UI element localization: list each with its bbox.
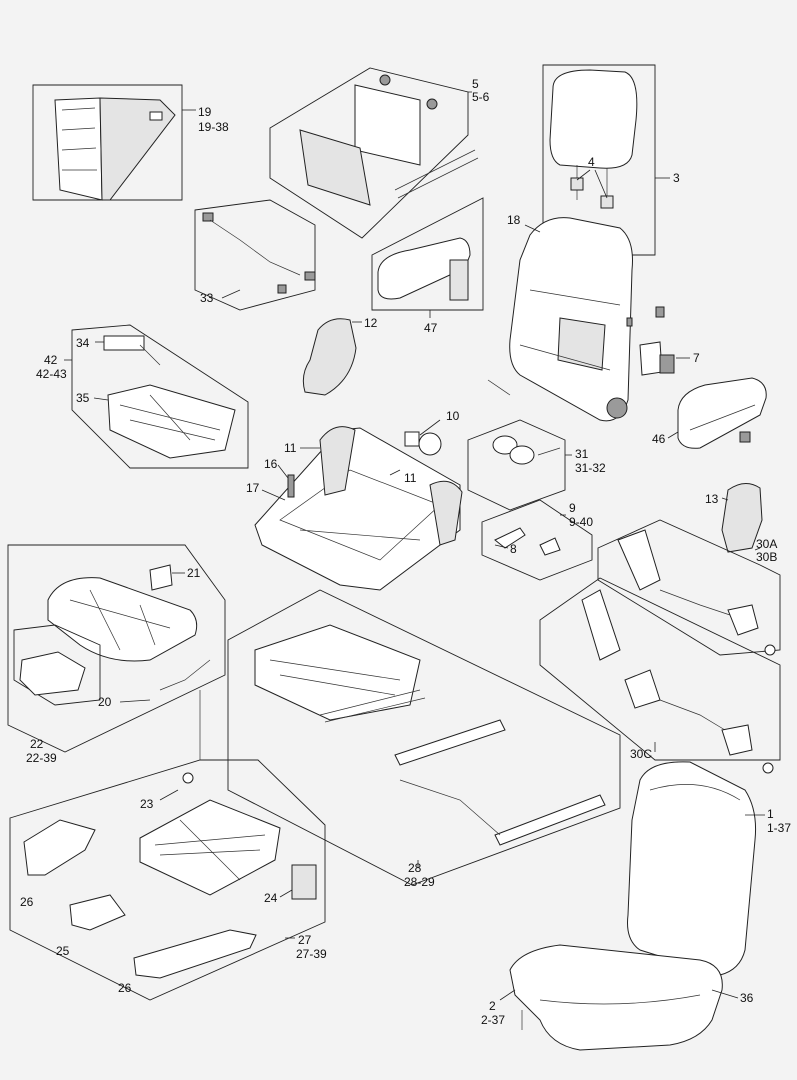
group-9-levers: 8 9 9-40	[481, 499, 593, 581]
callout-36: 36	[740, 991, 754, 1005]
group-19-back-panel: 19 19-38	[32, 84, 229, 201]
callout-22-range: 22-39	[26, 751, 57, 765]
callout-42-range: 42-43	[36, 367, 67, 381]
callout-1: 1	[767, 807, 774, 821]
callout-12: 12	[364, 316, 378, 330]
callout-27-range: 27-39	[296, 947, 327, 961]
group-27-base-plate: 23 24 26 25 26 27 27-39	[9, 690, 327, 1001]
callout-22: 22	[30, 737, 44, 751]
callout-31: 31	[575, 447, 589, 461]
callout-28-range: 28-29	[404, 875, 435, 889]
callout-26-left: 26	[20, 895, 34, 909]
group-47-armrest: 47	[371, 197, 484, 335]
group-5-back-frame: 5 5-6	[269, 67, 490, 239]
callout-19: 19	[198, 105, 212, 119]
group-31-rollers: 31 31-32	[467, 419, 606, 511]
callout-1-range: 1-37	[767, 821, 791, 835]
item-18-back-frame: 18 7	[487, 213, 700, 422]
callout-30b: 30B	[756, 550, 777, 564]
group-42-lumbar: 34 35 42 42-43	[36, 324, 249, 469]
callout-20: 20	[98, 695, 112, 709]
group-33-harness: 33	[194, 199, 316, 311]
callout-31-range: 31-32	[575, 461, 606, 475]
callout-7: 7	[693, 351, 700, 365]
callout-19-range: 19-38	[198, 120, 229, 134]
item-12-side-cover: 12	[302, 316, 378, 396]
callout-2-range: 2-37	[481, 1013, 505, 1027]
callout-9-range: 9-40	[569, 515, 593, 529]
callout-21: 21	[187, 566, 201, 580]
callout-10: 10	[446, 409, 460, 423]
item-46-armrest: 46	[652, 377, 767, 449]
item-13-side-shield: 13	[705, 483, 763, 553]
callout-17: 17	[246, 481, 260, 495]
callout-9: 9	[569, 501, 576, 515]
callout-46: 46	[652, 432, 666, 446]
callout-4: 4	[588, 155, 595, 169]
callout-5: 5	[472, 77, 479, 91]
group-30ab-seatbelt: 30A 30B	[597, 519, 781, 656]
callout-13: 13	[705, 492, 719, 506]
group-3-headrest: 4 3	[542, 64, 680, 256]
callout-27: 27	[298, 933, 312, 947]
callout-42: 42	[44, 353, 58, 367]
callout-30c: 30C	[630, 747, 652, 761]
group-28-slide-rails: 28 28-29	[227, 589, 621, 889]
callout-5-range: 5-6	[472, 90, 490, 104]
callout-30a: 30A	[756, 537, 777, 551]
callout-34: 34	[76, 336, 90, 350]
callout-47: 47	[424, 321, 438, 335]
callout-24: 24	[264, 891, 278, 905]
callout-16: 16	[264, 457, 278, 471]
callout-18: 18	[507, 213, 521, 227]
seat-pan-frame: 10 11 11 16 17	[246, 409, 463, 591]
callout-25: 25	[56, 944, 70, 958]
callout-35: 35	[76, 391, 90, 405]
callout-28: 28	[408, 861, 422, 875]
callout-2: 2	[489, 999, 496, 1013]
callout-11-lower: 11	[404, 471, 417, 485]
callout-23: 23	[140, 797, 154, 811]
callout-8: 8	[510, 542, 517, 556]
group-22-cushion-base: 21 20 22 22-39	[7, 544, 226, 765]
items-1-2-cushion-covers: 1 1-37 36 2 2-37	[481, 761, 791, 1051]
group-30c-seatbelt: 30C	[539, 577, 781, 774]
callout-3: 3	[673, 171, 680, 185]
callout-33: 33	[200, 291, 214, 305]
callout-11-upper: 11	[284, 441, 297, 455]
callout-26-bottom: 26	[118, 981, 132, 995]
